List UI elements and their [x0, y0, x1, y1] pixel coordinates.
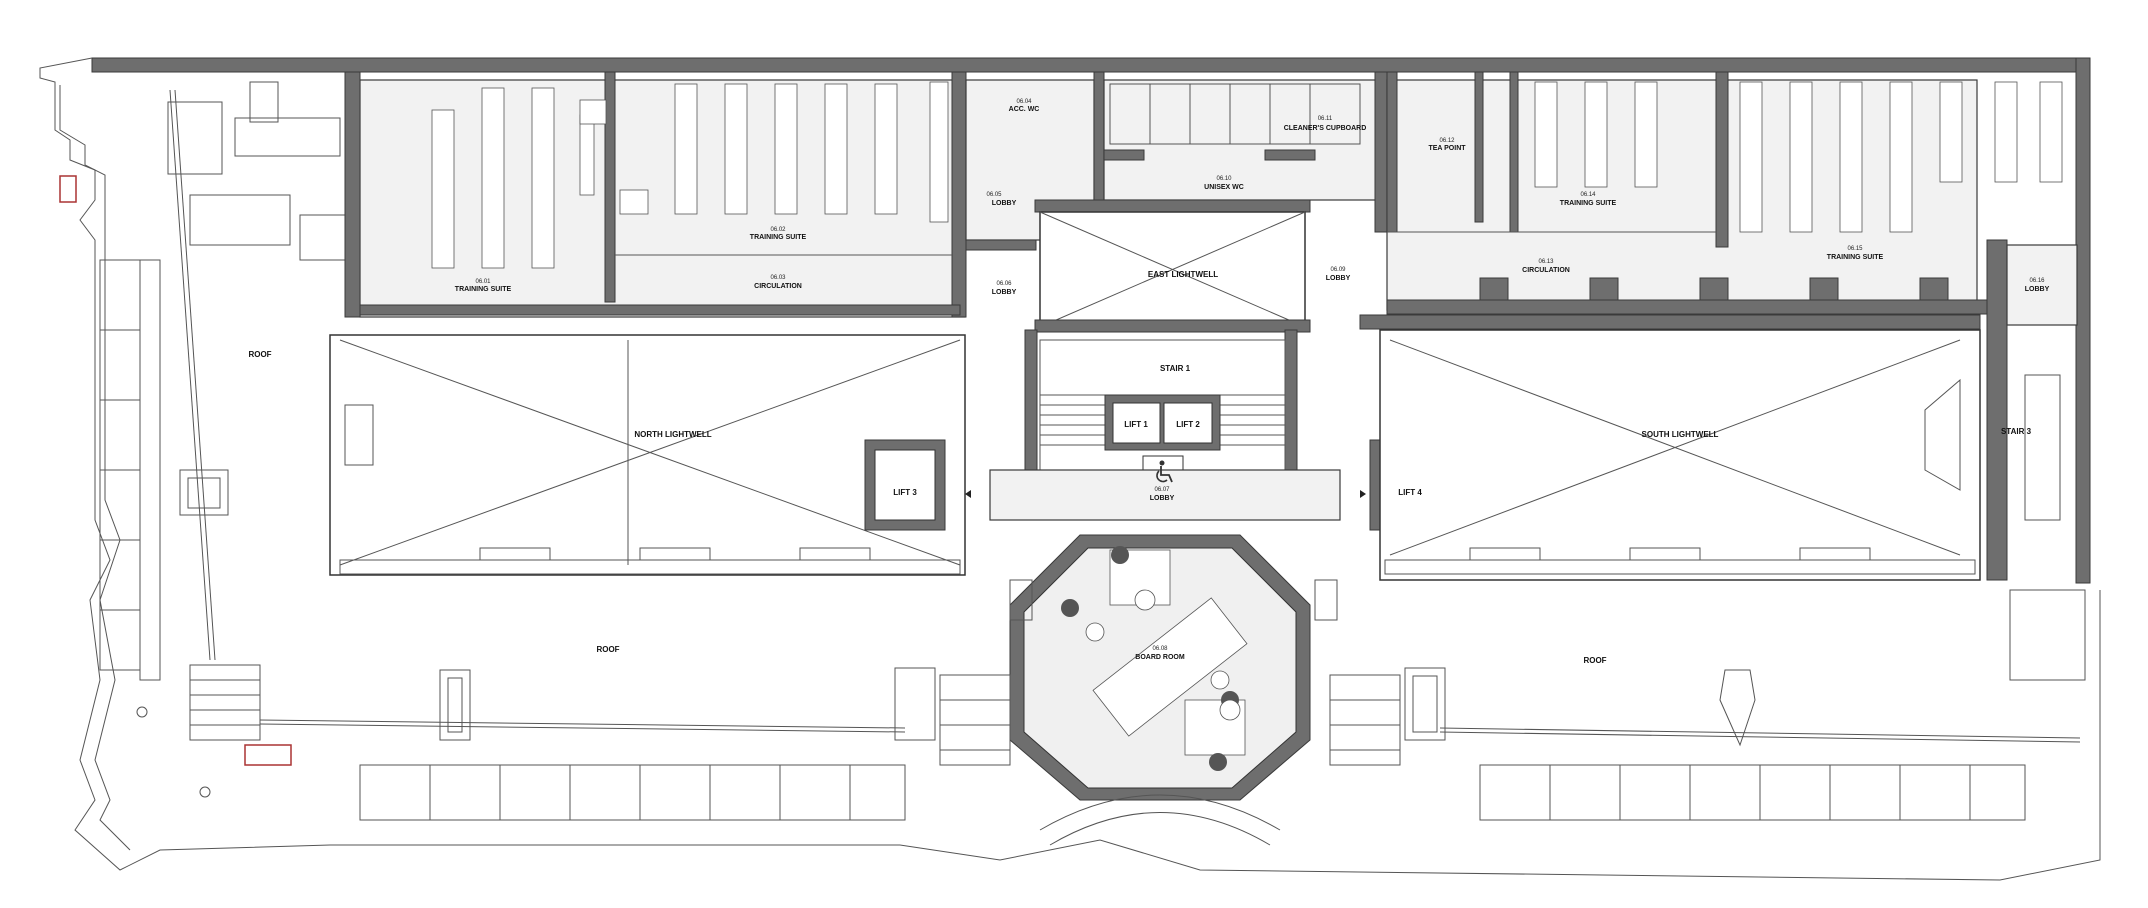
label-lift-2: LIFT 2 [1176, 420, 1200, 429]
room-number: 06.16 [2029, 278, 2045, 284]
room-name-training-suite: TRAINING SUITE [750, 234, 807, 241]
arrow-right-icon [1360, 490, 1366, 498]
training-suite-south-block [1386, 71, 2078, 581]
room-number: 06.01 [475, 279, 491, 285]
room-name-training-suite: TRAINING SUITE [1827, 254, 1884, 261]
room-number: 06.14 [1580, 192, 1596, 198]
core-north [965, 71, 1388, 333]
room-name-board-room: BOARD ROOM [1135, 654, 1185, 661]
label-east-lightwell: EAST LIGHTWELL [1148, 270, 1218, 279]
desk-rows-0614 [1534, 81, 1658, 188]
wc-cubicles [1109, 83, 1361, 145]
label-roof: ROOF [1583, 656, 1606, 665]
room-number: 06.07 [1154, 487, 1170, 493]
room-number: 06.06 [996, 281, 1012, 287]
board-room [1009, 534, 1338, 801]
room-name-cleaners-cupboard: CLEANER'S CUPBOARD [1284, 125, 1367, 132]
room-number: 06.03 [770, 275, 786, 281]
room-number: 06.05 [986, 192, 1002, 198]
room-number: 06.15 [1847, 246, 1863, 252]
label-stair-3: STAIR 3 [2001, 427, 2032, 436]
room-number: 06.04 [1016, 99, 1032, 105]
label-stair-1: STAIR 1 [1160, 364, 1191, 373]
training-suite-north-block [344, 71, 967, 318]
room-name-lobby: LOBBY [992, 289, 1017, 296]
desk-rows-0601 [431, 87, 595, 269]
label-lift-4: LIFT 4 [1398, 488, 1422, 497]
room-number: 06.09 [1330, 267, 1346, 273]
label-roof: ROOF [248, 350, 271, 359]
room-number: 06.11 [1318, 116, 1333, 122]
room-number: 06.13 [1538, 259, 1554, 265]
label-roof: ROOF [596, 645, 619, 654]
arrow-left-icon [965, 490, 971, 498]
label-south-lightwell: SOUTH LIGHTWELL [1642, 430, 1719, 439]
building-outline [39, 57, 2101, 881]
area-labels: ROOF ROOF ROOF NORTH LIGHTWELL SOUTH LIG… [248, 270, 2031, 665]
label-lift-1: LIFT 1 [1124, 420, 1148, 429]
label-north-lightwell: NORTH LIGHTWELL [634, 430, 711, 439]
desk-rows-0602 [674, 81, 949, 223]
label-lift-3: LIFT 3 [893, 488, 917, 497]
room-name-lobby: LOBBY [1150, 495, 1175, 502]
room-name-tea-point: TEA POINT [1428, 145, 1466, 152]
room-name-acc-wc: ACC. WC [1009, 106, 1040, 113]
room-labels: 06.01 TRAINING SUITE 06.02 TRAINING SUIT… [455, 99, 2050, 661]
room-name-lobby: LOBBY [2025, 286, 2050, 293]
wheelchair-icon [1156, 460, 1173, 483]
room-number: 06.12 [1439, 138, 1455, 144]
room-number: 06.02 [770, 227, 786, 233]
room-name-circulation: CIRCULATION [754, 283, 802, 290]
room-name-training-suite: TRAINING SUITE [1560, 200, 1617, 207]
room-name-unisex-wc: UNISEX WC [1204, 184, 1244, 191]
room-number: 06.08 [1152, 646, 1168, 652]
room-name-lobby: LOBBY [992, 200, 1017, 207]
roof-elements [259, 589, 2086, 846]
room-number: 06.10 [1216, 176, 1232, 182]
plant-area-west [136, 81, 351, 798]
room-name-lobby: LOBBY [1326, 275, 1351, 282]
south-lightwell [1359, 314, 1981, 581]
room-name-circulation: CIRCULATION [1522, 267, 1570, 274]
room-name-training-suite: TRAINING SUITE [455, 286, 512, 293]
desk-rows-0615 [1739, 81, 2063, 233]
north-lightwell [329, 334, 966, 576]
